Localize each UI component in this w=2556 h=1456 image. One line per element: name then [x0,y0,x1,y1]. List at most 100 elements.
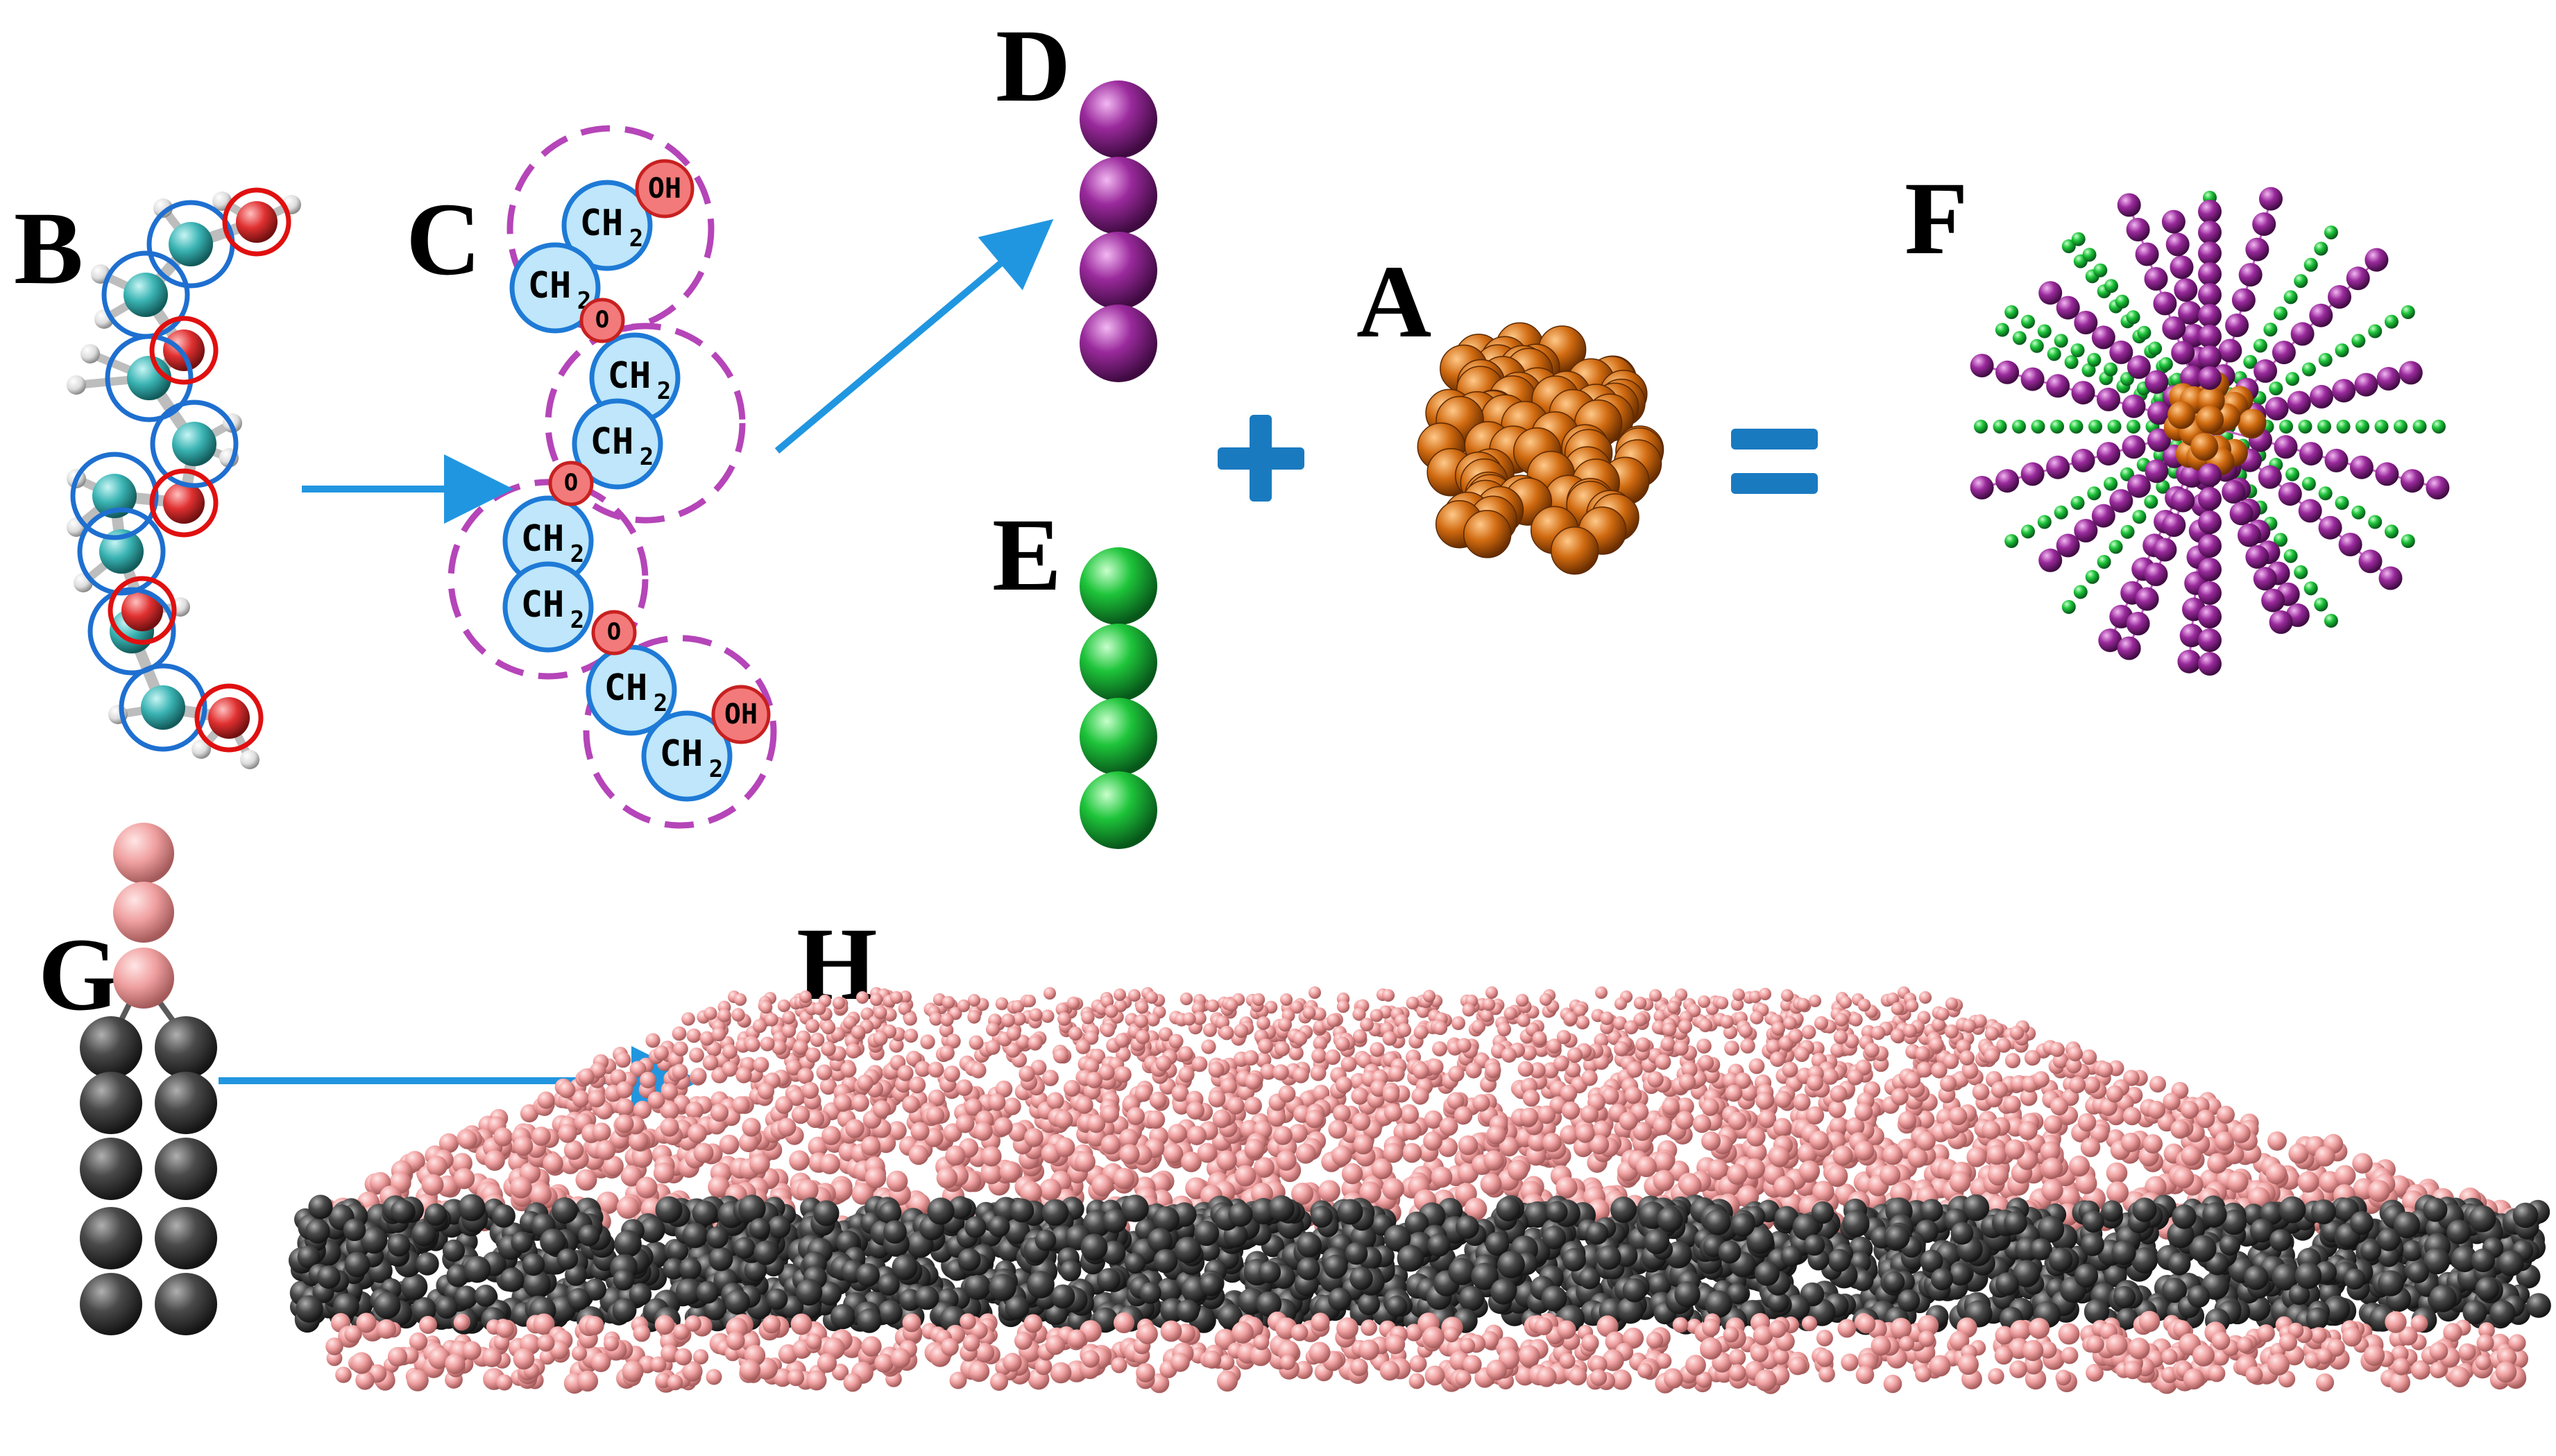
membrane-head-bead [1119,1144,1140,1165]
purple-graft-bead [2198,628,2222,652]
membrane-head-bead [1181,1151,1202,1172]
membrane-head-bead [2065,1057,2082,1074]
membrane-head-bead [1351,1087,1369,1105]
membrane-head-bead [1260,1063,1277,1080]
membrane-head-bead [1258,1038,1273,1054]
membrane-head-bead [1272,1064,1289,1081]
membrane-head-bead [1972,1083,1990,1101]
bead-mapping-region [545,323,746,524]
membrane-head-bead [799,991,812,1003]
nanoparticle-bead [1550,526,1599,575]
green-bead [1080,547,1157,625]
membrane-head-bead [1567,1047,1583,1063]
membrane-head-bead [2041,1179,2063,1201]
purple-graft-bead [2071,448,2095,472]
membrane-tail-bead [2084,1299,2110,1325]
membrane-head-bead [1413,1063,1429,1079]
membrane-tail-bead [1345,1242,1368,1265]
membrane-head-bead [1757,1109,1777,1129]
membrane-head-bead [2058,1186,2080,1208]
membrane-head-bead [1216,1150,1237,1171]
lipid-model [80,823,217,1335]
membrane-head-bead [1208,1061,1225,1078]
membrane-head-bead [821,1041,836,1056]
membrane-head-bead [1809,1130,1830,1151]
membrane-head-bead [1886,992,1900,1006]
membrane-head-bead [1042,1070,1059,1086]
membrane-tail-bead [738,1194,766,1222]
membrane-head-bead [672,1026,687,1041]
membrane-tail-bead [878,1300,903,1325]
membrane-head-bead [2106,1181,2129,1204]
purple-graft-bead [2358,549,2383,574]
oxygen-atom [121,590,163,631]
membrane-head-bead [1219,1025,1234,1040]
green-graft-bead [2263,323,2278,337]
purple-graft-bead [2144,267,2168,291]
membrane-head-bead [1773,1117,1792,1137]
ch2-label: CH [608,355,651,397]
membrane-tail-bead [435,1296,459,1319]
membrane-tail-bead [1217,1303,1243,1330]
membrane-head-bead [1432,1041,1447,1056]
membrane-head-bead [1024,1128,1043,1147]
membrane-head-bead [830,1179,853,1201]
membrane-head-bead [1698,1018,1712,1032]
membrane-head-bead [1454,1106,1473,1125]
membrane-head-bead [1427,1059,1444,1075]
purple-graft-bead [2298,499,2322,523]
green-bead-chain [1080,547,1157,849]
green-graft-bead [2107,420,2122,434]
membrane-head-bead [1335,1036,1350,1052]
membrane-head-bead [632,1147,653,1168]
purple-graft-bead [2056,296,2080,320]
membrane-head-bead [616,1196,640,1219]
membrane-head-bead [2068,1155,2090,1177]
membrane-tail-bead [584,1278,606,1301]
carbon-atom [141,685,185,730]
green-graft-bead [2269,382,2283,395]
membrane-head-bead [1462,1003,1476,1017]
green-graft-bead [2037,324,2052,339]
membrane-tail-bead [1193,1220,1220,1247]
purple-graft-bead [2097,387,2120,411]
membrane-tail-bead [344,1251,370,1278]
purple-graft-bead [2231,288,2256,312]
membrane-head-bead [1780,998,1794,1012]
membrane-head-bead [1208,1090,1226,1108]
ch2-subscript: 2 [629,225,643,252]
membrane-head-bead [529,1183,552,1206]
membrane-head-bead [1280,993,1293,1006]
membrane-head-bead [2018,1121,2038,1140]
membrane-head-bead [1723,1025,1738,1040]
membrane-head-bead [704,1007,717,1020]
green-graft-bead [2061,239,2076,253]
membrane-head-bead [889,991,903,1004]
membrane-tail-bead [333,1293,359,1319]
membrane-head-bead [897,1065,914,1081]
green-graft-bead [2303,257,2318,272]
purple-graft-bead [2020,462,2045,486]
membrane-head-bead [1581,1070,1598,1086]
membrane-head-bead [2040,1141,2061,1162]
membrane-tail-bead [2344,1268,2366,1290]
membrane-head-bead [903,1012,917,1026]
membrane-head-bead [969,1035,984,1050]
membrane-tail-bead [612,1298,637,1323]
ch2-label: CH [580,203,624,244]
membrane-head-bead [1341,1163,1363,1185]
membrane-tail-bead [883,1220,907,1244]
membrane-tail-bead [706,1226,729,1249]
membrane-head-bead [615,1052,631,1068]
purple-graft-bead [2198,241,2222,265]
membrane-head-bead [1485,986,1498,999]
membrane-head-bead [1155,1055,1172,1072]
membrane-head-bead [1619,1111,1638,1131]
membrane-tail-bead [2104,1264,2127,1287]
green-graft-bead [2132,510,2147,524]
membrane-head-bead [1573,1004,1587,1018]
ch2-label: CH [660,733,704,775]
membrane-head-bead [1433,1020,1448,1036]
